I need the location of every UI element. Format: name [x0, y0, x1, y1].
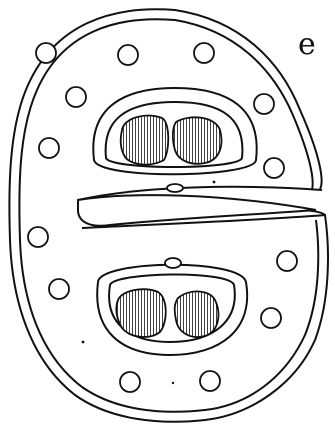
- central-dot-lower: [165, 258, 181, 268]
- peripheral-bundle: [120, 372, 140, 392]
- peripheral-bundle: [264, 158, 284, 178]
- upper-hatched-bodies: [121, 116, 222, 165]
- median-septum: [78, 187, 326, 228]
- lower-hatched-body-left: [116, 289, 165, 337]
- lower-hatched-bodies: [116, 289, 218, 337]
- upper-hatched-body-right: [173, 117, 222, 163]
- peripheral-bundle: [66, 87, 86, 107]
- panel-label: e: [298, 30, 316, 60]
- peripheral-bundle: [36, 43, 56, 63]
- peripheral-bundle: [200, 371, 220, 391]
- stray-dot-1: [213, 181, 216, 184]
- stray-dot-3: [172, 382, 174, 384]
- stray-dot-2: [82, 341, 85, 344]
- peripheral-bundle: [277, 251, 297, 271]
- central-dot-upper: [167, 184, 183, 192]
- peripheral-bundle: [118, 45, 138, 65]
- peripheral-bundle: [261, 308, 281, 328]
- peripheral-bundle: [194, 43, 214, 63]
- peripheral-bundle: [28, 227, 48, 247]
- upper-hatched-body-left: [121, 116, 169, 165]
- peripheral-bundle: [254, 94, 274, 114]
- lower-hatched-body-right: [175, 291, 219, 337]
- peripheral-bundle: [49, 279, 69, 299]
- septum-body: [78, 195, 316, 226]
- peripheral-bundle: [39, 138, 59, 158]
